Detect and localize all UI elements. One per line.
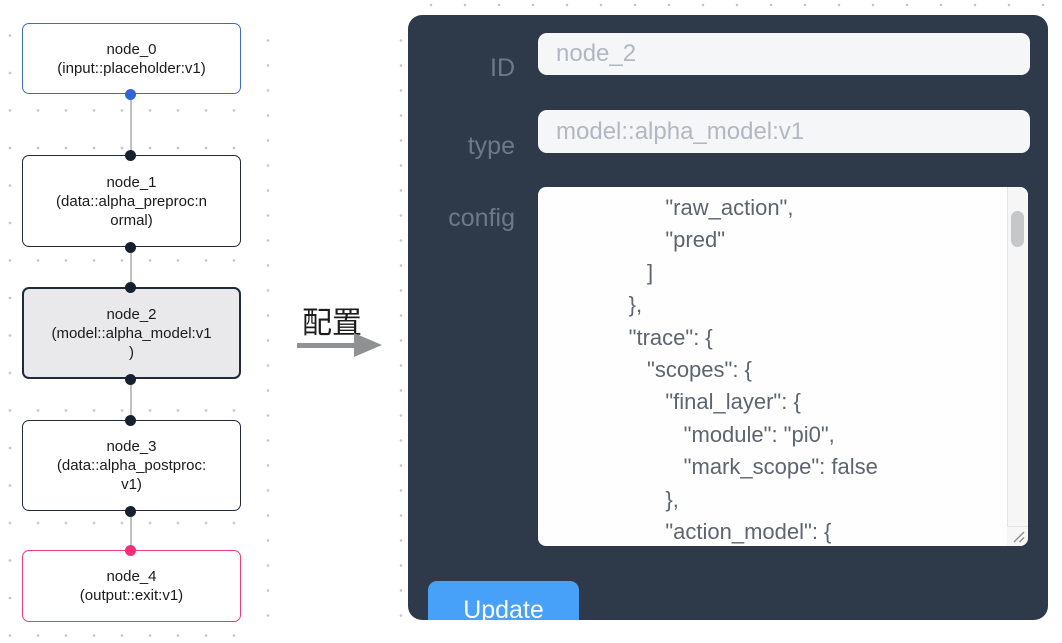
dotted-guide-column-left [266, 28, 270, 637]
dotted-guide-column-right [399, 28, 403, 637]
node-node_1[interactable]: node_1 (data::alpha_preproc:n ormal) [22, 155, 241, 247]
node-subtitle: (data::alpha_postproc: [56, 457, 207, 474]
config-panel: ID type config "raw_action", "pred" ] },… [408, 15, 1048, 620]
update-button[interactable]: Update [428, 581, 579, 620]
node-title: node_0 [106, 40, 157, 58]
port-node_3-out[interactable] [125, 506, 136, 517]
node-node_4[interactable]: node_4 (output::exit:v1) [22, 550, 241, 622]
resize-handle-icon[interactable] [1007, 526, 1028, 546]
edge-node0-node1[interactable] [130, 94, 132, 155]
edge-node1-node2[interactable] [130, 247, 132, 287]
port-node_2-in[interactable] [125, 282, 136, 293]
id-field-label: ID [490, 54, 515, 82]
port-node_2-out[interactable] [125, 374, 136, 385]
port-node_1-in[interactable] [125, 150, 136, 161]
node-title: node_3 [106, 438, 157, 455]
node-subtitle: ormal) [110, 211, 153, 229]
type-input[interactable] [538, 110, 1030, 153]
config-scrollbar-thumb[interactable] [1011, 211, 1024, 247]
port-node_0-out[interactable] [125, 89, 136, 100]
dotted-guide-row-top [414, 2, 1062, 8]
transition-label: 配置 [302, 307, 362, 340]
node-subtitle: (input::placeholder:v1) [57, 59, 206, 77]
node-title: node_4 [106, 568, 157, 585]
node-title: node_1 [106, 173, 157, 191]
type-field-label: type [467, 132, 515, 160]
config-editor[interactable]: "raw_action", "pred" ] }, "trace": { "sc… [538, 187, 1028, 546]
port-node_1-out[interactable] [125, 242, 136, 253]
node-node_0[interactable]: node_0 (input::placeholder:v1) [22, 23, 241, 94]
edge-node2-node3[interactable] [130, 379, 132, 420]
node-subtitle: (data::alpha_preproc:n [56, 192, 207, 210]
id-input[interactable] [538, 33, 1030, 75]
node-subtitle: v1) [121, 476, 142, 493]
config-json-text[interactable]: "raw_action", "pred" ] }, "trace": { "sc… [628, 195, 878, 545]
node-node_3[interactable]: node_3 (data::alpha_postproc: v1) [22, 420, 241, 511]
port-node_4-in[interactable] [125, 545, 136, 556]
config-scrollbar-track[interactable] [1007, 187, 1028, 546]
port-node_3-in[interactable] [125, 415, 136, 426]
node-title: node_2 [106, 305, 157, 323]
edge-node3-node4[interactable] [130, 511, 132, 550]
arrow-head [354, 333, 382, 357]
arrow-line [297, 343, 354, 348]
node-subtitle: (output::exit:v1) [79, 587, 184, 604]
node-node_2-selected[interactable]: node_2 (model::alpha_model:v1 ) [22, 287, 241, 379]
node-subtitle: ) [129, 343, 134, 361]
node-subtitle: (model::alpha_model:v1 [51, 324, 212, 342]
config-field-label: config [448, 204, 515, 232]
